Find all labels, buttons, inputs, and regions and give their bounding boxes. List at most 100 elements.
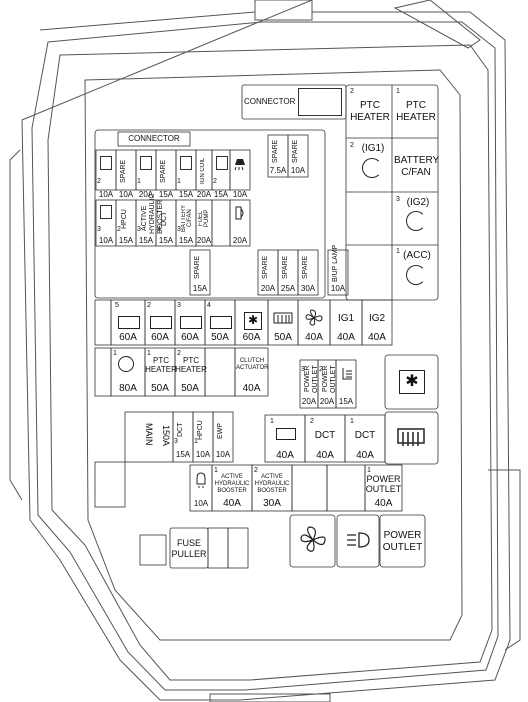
relay-ig1-num: 2 (350, 142, 354, 149)
fuse-num: 4 (157, 226, 161, 233)
relay-ptc2-label: PTC HEATER (350, 100, 390, 123)
relay-ptc1-num: 1 (396, 88, 400, 95)
fuse-amp: 40A (337, 332, 355, 343)
fuse-num: 2 (310, 418, 314, 425)
fuse-amp: 20A (319, 397, 335, 406)
fuse-label: POWER OUTLET (365, 474, 402, 494)
fuse-amp: 15A (138, 236, 154, 245)
battery-icon (118, 316, 140, 329)
fuse-amp: 10A (330, 284, 346, 293)
cooling-fan-icon: ✱ (244, 312, 262, 330)
fuse-amp: 15A (213, 190, 229, 199)
fuse-amp: 50A (274, 332, 292, 343)
fuse-amp: 60A (119, 332, 137, 343)
fuse-label: DCT (177, 422, 184, 438)
fuse-label: IG1 (337, 313, 355, 324)
fuse-amp: 15A (192, 284, 208, 293)
fuse-label: EWP (217, 423, 224, 439)
fuse-amp: 20A (301, 397, 317, 406)
fuse-icon (100, 156, 112, 170)
fuse-label: ACTIVE HYDRAULIC BOOSTER (141, 193, 164, 234)
fuse-label: SPARE (272, 139, 279, 163)
fuse-amp: 40A (305, 332, 323, 343)
fuse-num: 2 (117, 226, 121, 233)
relay-arrow-icon (406, 265, 426, 285)
battery-icon (150, 316, 172, 329)
fuse-label: DCT (314, 430, 336, 441)
fuse-num: 2 (319, 366, 323, 373)
fuse-amp: 40A (316, 450, 334, 461)
fuse-amp: 30A (263, 498, 281, 509)
fuse-label: IGN COIL (200, 157, 206, 185)
fuse-label: PTC HEATER (145, 356, 177, 374)
fuse-amp: 10A (193, 499, 209, 508)
relay-ig1-label: (IG1) (361, 143, 385, 154)
fuse-num: 2 (177, 350, 181, 357)
fuse-amp: 15A (178, 236, 194, 245)
fuse-amp: 20A (260, 284, 276, 293)
fuse-amp: 10A (290, 166, 306, 175)
fuse-label: SPARE (160, 159, 167, 183)
fuse-num: 3 (301, 366, 305, 373)
fuse-amp: 80A (119, 383, 137, 394)
rear-defog-icon (273, 312, 293, 326)
fuse-label: HPCU (197, 420, 204, 440)
fuse-amp: 40A (356, 450, 374, 461)
fuse-num: 1 (113, 350, 117, 357)
fuse-icon (216, 156, 228, 170)
fuse-label: DCT (161, 211, 168, 227)
fuse-label: BATTERY C/FAN (181, 204, 193, 232)
fuse-label: DCT (354, 430, 376, 441)
blower-fan-icon (298, 522, 328, 558)
fuse-amp: 50A (181, 383, 199, 394)
blower-fan-icon (304, 308, 324, 328)
fuse-amp: 10A (232, 190, 248, 199)
fuse-num: 3 (177, 226, 181, 233)
fuse-amp: 40A (276, 450, 294, 461)
fuse-label: POWER OUTLET (304, 365, 319, 393)
fuse-num: 3 (137, 226, 141, 233)
fuse-num: 3 (174, 438, 178, 445)
fuse-amp: 50A (151, 383, 169, 394)
heated-seat-icon (340, 366, 354, 382)
fuse-amp: 10A (98, 190, 114, 199)
fuse-label: B/UP LAMP (332, 244, 339, 282)
relay-ig2-num: 3 (396, 196, 400, 203)
fuse-num: 3 (97, 226, 101, 233)
wiper-icon (234, 205, 246, 221)
fuse-amp: 10A (118, 190, 134, 199)
fuse-label: POWER OUTLET (322, 365, 337, 393)
fuse-num: 1 (350, 418, 354, 425)
fuse-amp: 40A (374, 498, 393, 509)
fuse-amp: 60A (151, 332, 169, 343)
fuse-num: 1 (147, 350, 151, 357)
relay-battery-fan-label: BATTERY C/FAN (394, 155, 440, 178)
fuse-num: 1 (194, 438, 198, 445)
battery-icon (180, 316, 202, 329)
fuse-num: 5 (115, 302, 119, 309)
fuse-num: 2 (213, 178, 217, 185)
fuse-num: 1 (177, 178, 181, 185)
relay-ptc2-num: 2 (350, 88, 354, 95)
battery-icon (276, 428, 296, 440)
fuse-amp: 7.5A (269, 166, 287, 175)
fuse-puller-label: FUSE PULLER (171, 538, 207, 559)
horn-icon (195, 472, 207, 488)
fuse-num: 1 (214, 467, 218, 474)
relay-arrow-icon (362, 158, 382, 178)
fuse-amp: 30A (300, 284, 316, 293)
fuse-label: HPCU (121, 209, 128, 229)
fuse-num: 1 (137, 178, 141, 185)
fuse-amp: 40A (242, 383, 261, 394)
small-connector-label: CONNECTOR (128, 134, 180, 143)
relay-ptc1-label: PTC HEATER (396, 100, 436, 123)
battery-icon (210, 316, 232, 329)
fuse-num: 1 (367, 467, 371, 474)
fuse-label: ACTIVE HYDRAULIC BOOSTER (254, 474, 290, 494)
headlamp-icon (233, 157, 247, 171)
fuse-icon (100, 205, 112, 219)
fuse-label: IG2 (368, 313, 386, 324)
power-outlet-label: POWER OUTLET (382, 530, 423, 553)
fuse-label: SPARE (282, 255, 289, 279)
